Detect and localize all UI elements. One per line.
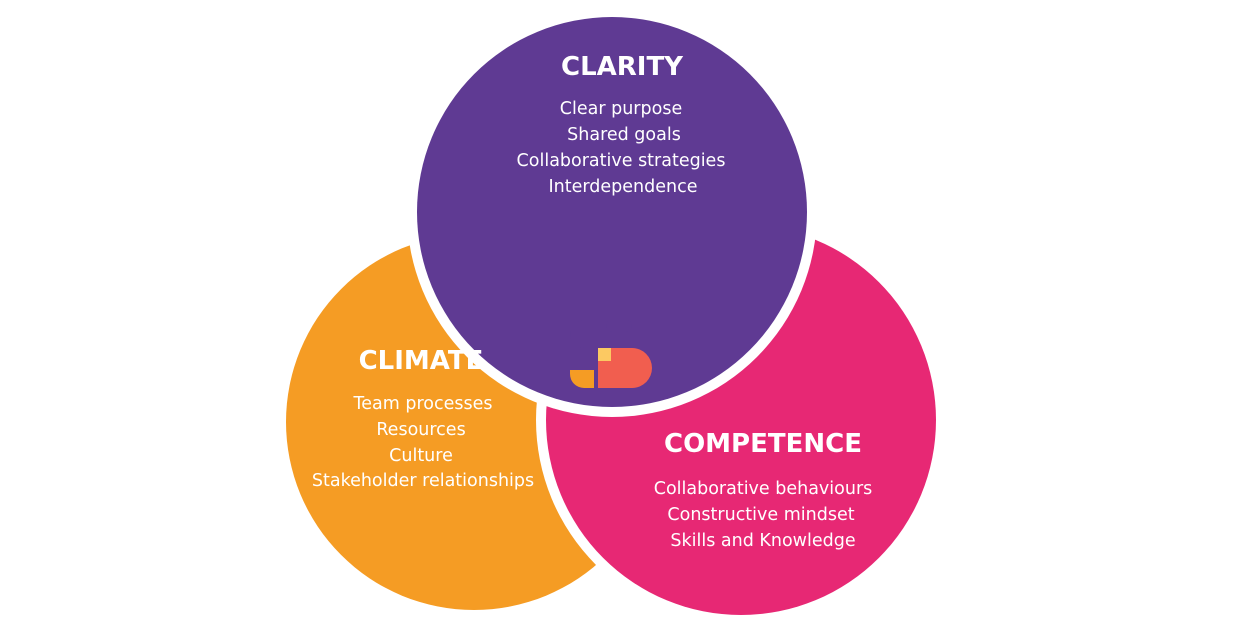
competence-item: Skills and Knowledge [670, 531, 855, 551]
clarity-item: Interdependence [549, 177, 698, 197]
clarity-item: Shared goals [567, 125, 681, 145]
climate-item: Stakeholder relationships [312, 471, 534, 491]
ss-logo-icon [570, 320, 652, 388]
clarity-circle [417, 17, 807, 407]
climate-title: CLIMATE [359, 346, 484, 376]
clarity-title: CLARITY [561, 52, 684, 82]
climate-item: Culture [389, 446, 453, 466]
competence-title: COMPETENCE [664, 429, 862, 459]
climate-item: Team processes [353, 394, 493, 414]
climate-item: Resources [376, 420, 465, 440]
clarity-item: Collaborative strategies [517, 151, 726, 171]
clarity-item: Clear purpose [560, 99, 682, 119]
competence-item: Collaborative behaviours [654, 479, 873, 499]
competence-item: Constructive mindset [667, 505, 854, 525]
